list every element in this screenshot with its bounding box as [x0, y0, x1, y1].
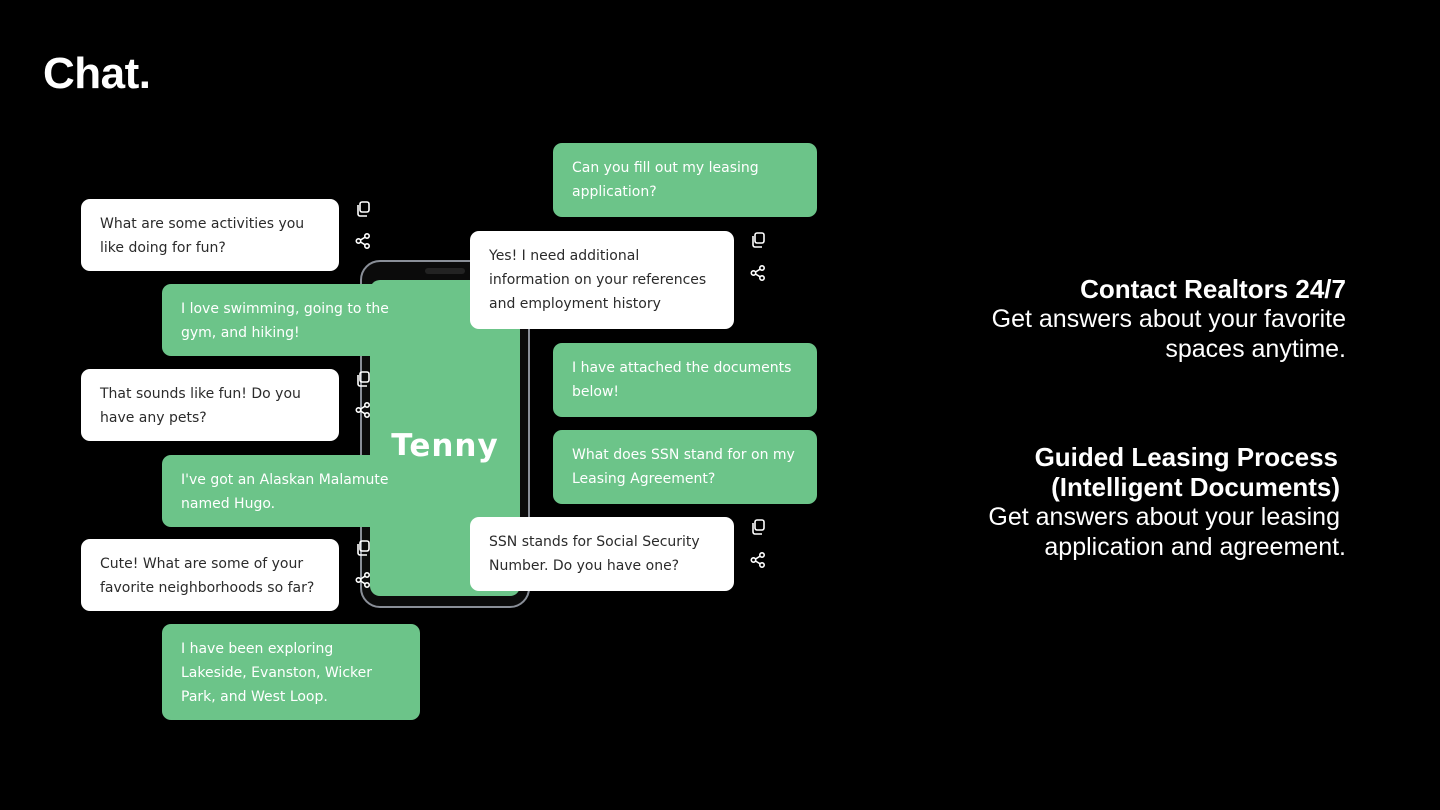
- slide-title: Chat.: [43, 49, 151, 98]
- feature-description: application and agreement.: [1044, 533, 1346, 561]
- copy-icon[interactable]: [354, 370, 372, 388]
- share-icon[interactable]: [354, 571, 372, 589]
- feature-description: Get answers about your leasing: [988, 503, 1340, 531]
- share-icon[interactable]: [749, 264, 767, 282]
- chat-bubble-question: Can you fill out my leasing application?: [553, 143, 817, 217]
- feature-title: Guided Leasing Process: [1034, 442, 1338, 472]
- feature-title: Contact Realtors 24/7: [1080, 274, 1346, 304]
- chat-bubble-answer: I have been exploring Lakeside, Evanston…: [162, 624, 420, 720]
- chat-bubble-question: I have attached the documents below!: [553, 343, 817, 417]
- copy-icon[interactable]: [749, 231, 767, 249]
- feature-guided-leasing: Guided Leasing Process (Intelligent Docu…: [866, 442, 1346, 562]
- phone-notch: [425, 268, 465, 274]
- chat-bubble-answer: I've got an Alaskan Malamute named Hugo.: [162, 455, 420, 527]
- feature-title: (Intelligent Documents): [1051, 472, 1340, 502]
- feature-description: Get answers about your favorite: [991, 305, 1346, 333]
- chat-bubble-answer: SSN stands for Social Security Number. D…: [470, 517, 734, 591]
- chat-bubble-question: What does SSN stand for on my Leasing Ag…: [553, 430, 817, 504]
- chat-bubble-question: What are some activities you like doing …: [81, 199, 339, 271]
- share-icon[interactable]: [749, 551, 767, 569]
- copy-icon[interactable]: [354, 200, 372, 218]
- chat-bubble-answer: Yes! I need additional information on yo…: [470, 231, 734, 329]
- feature-description: spaces anytime.: [1165, 335, 1346, 363]
- chat-bubble-question: Cute! What are some of your favorite nei…: [81, 539, 339, 611]
- copy-icon[interactable]: [749, 518, 767, 536]
- share-icon[interactable]: [354, 401, 372, 419]
- share-icon[interactable]: [354, 232, 372, 250]
- copy-icon[interactable]: [354, 539, 372, 557]
- chat-bubble-answer: I love swimming, going to the gym, and h…: [162, 284, 420, 356]
- feature-contact-realtors: Contact Realtors 24/7 Get answers about …: [866, 274, 1346, 364]
- chat-bubble-question: That sounds like fun! Do you have any pe…: [81, 369, 339, 441]
